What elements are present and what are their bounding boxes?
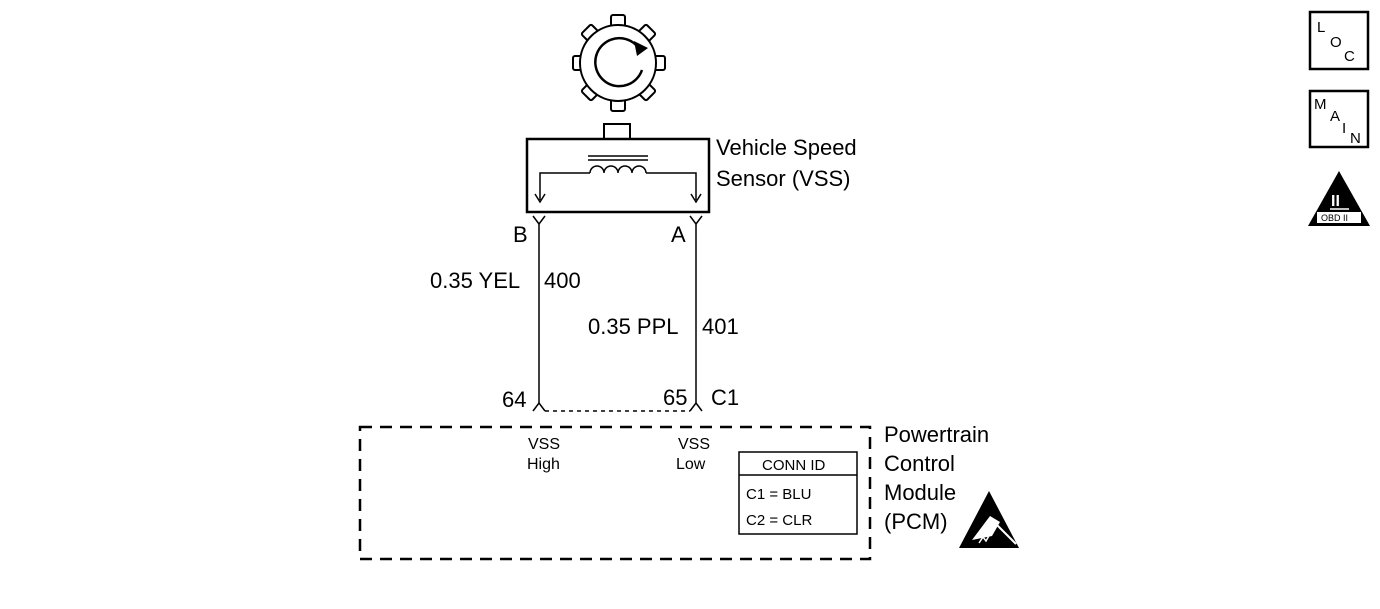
pcm-connector-terminals <box>532 401 703 412</box>
sensor-title-line2: Sensor (VSS) <box>716 166 851 191</box>
main-letter-n: N <box>1350 130 1361 147</box>
loc-letter-c: C <box>1344 48 1355 65</box>
pin-vss-high-line2: High <box>527 456 560 473</box>
wire-401-circuit: 401 <box>702 314 739 339</box>
sensor-title-line1: Vehicle Speed <box>716 135 857 160</box>
pcm-name-line2: Control <box>884 451 955 476</box>
pcm-name-line1: Powertrain <box>884 422 989 447</box>
location-icon[interactable]: L O C <box>1308 10 1370 71</box>
conn-id-row-c2: C2 = CLR <box>746 512 812 529</box>
main-icon[interactable]: M A I N <box>1308 89 1370 149</box>
wire-400-gauge-color: 0.35 YEL <box>430 268 520 293</box>
main-letter-i: I <box>1342 120 1346 137</box>
terminal-b-label: B <box>513 222 528 247</box>
pin-vss-high-line1: VSS <box>528 436 560 453</box>
obd-caption: OBD II <box>1321 213 1348 223</box>
conn-id-table: CONN ID C1 = BLU C2 = CLR <box>738 451 858 535</box>
loc-letter-o: O <box>1330 34 1342 51</box>
conn-id-row-c1: C1 = BLU <box>746 486 811 503</box>
reluctor-gear-icon <box>572 14 666 112</box>
loc-letter-l: L <box>1317 19 1325 36</box>
coil-icon <box>534 155 702 204</box>
obd-numeral: II <box>1331 193 1340 210</box>
pin-64-label: 64 <box>502 387 526 412</box>
pin-vss-low-line2: Low <box>676 456 706 473</box>
main-letter-m: M <box>1314 96 1327 113</box>
terminal-a-label: A <box>671 222 686 247</box>
pin-vss-low-line1: VSS <box>678 436 710 453</box>
conn-id-header: CONN ID <box>762 457 826 474</box>
pin-65-label: 65 <box>663 385 687 410</box>
connector-c1-label: C1 <box>711 385 739 410</box>
sensor-tip <box>603 123 631 140</box>
pcm-name-line3: Module <box>884 480 956 505</box>
sensor-body <box>525 137 711 214</box>
obd-ii-icon[interactable]: II OBD II <box>1308 171 1370 226</box>
esd-warning-icon <box>959 491 1019 548</box>
wire-400-circuit: 400 <box>544 268 581 293</box>
main-letter-a: A <box>1330 108 1340 125</box>
wire-401-gauge-color: 0.35 PPL <box>588 314 679 339</box>
pcm-name-line4: (PCM) <box>884 509 948 534</box>
